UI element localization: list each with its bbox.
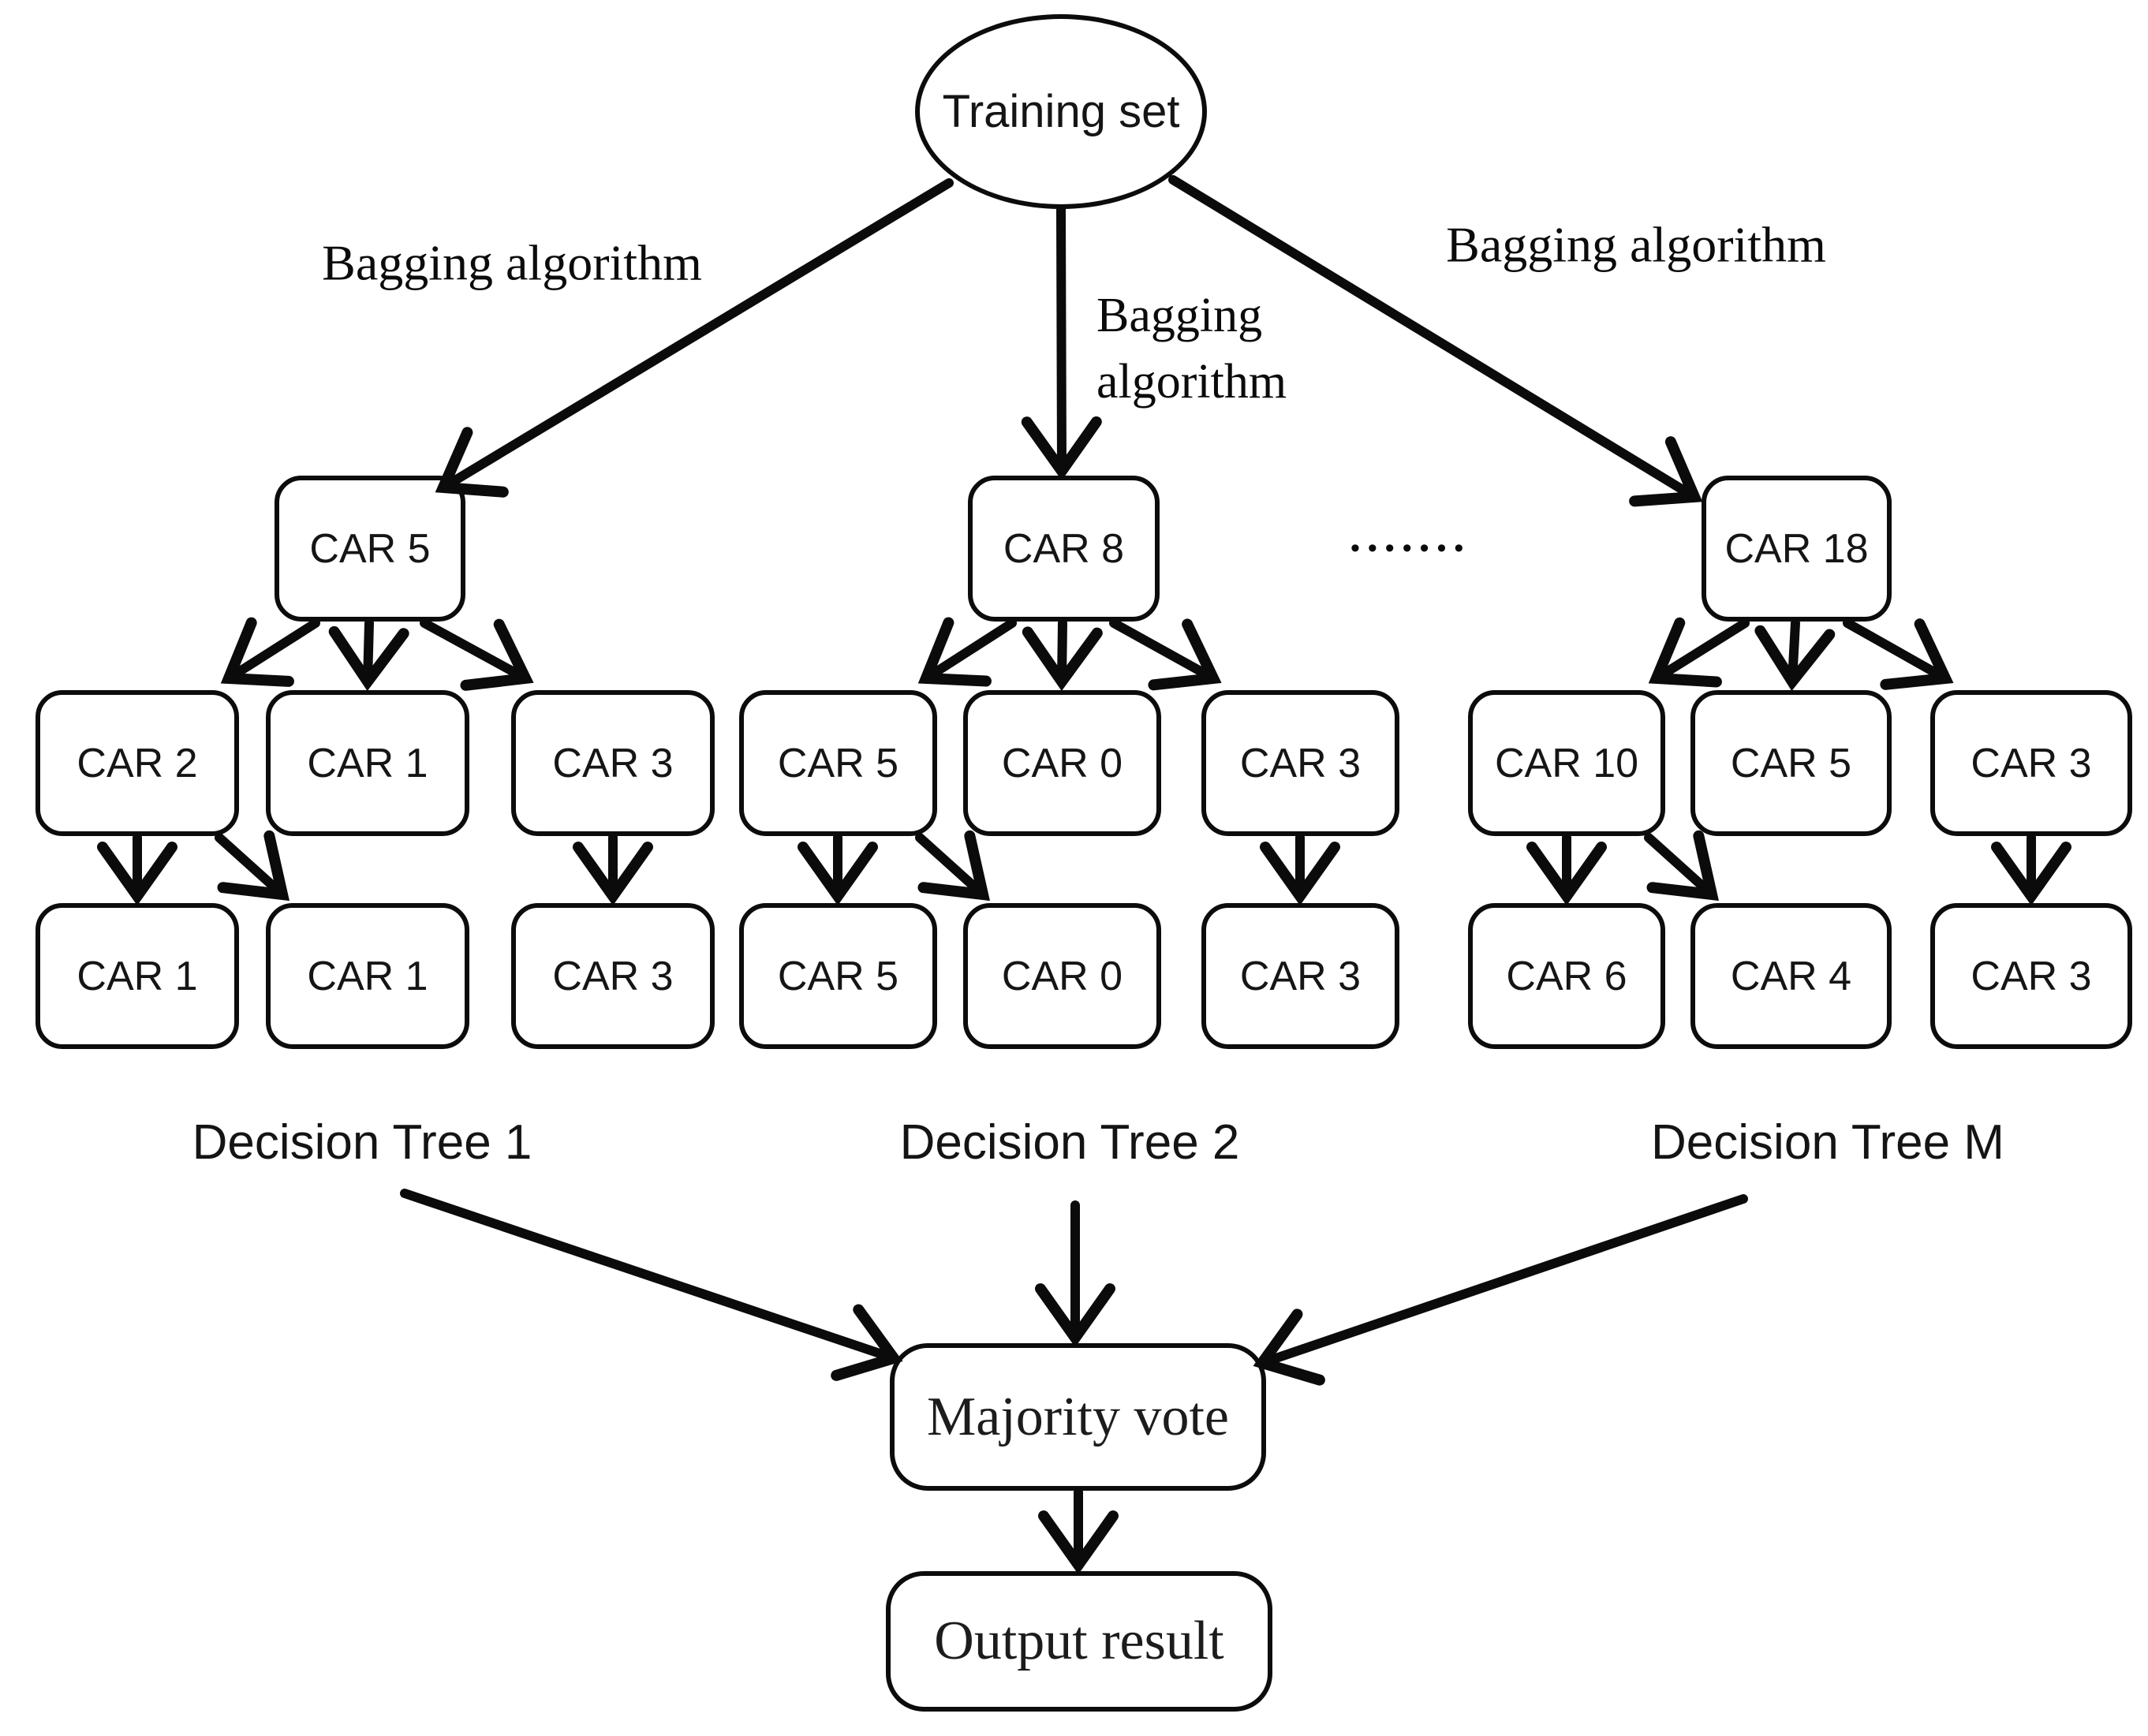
tree2-child-box-3: CAR 3 (1201, 690, 1399, 836)
arrow-tree1-root-to-child3 (420, 618, 534, 691)
tree1-leaf-box-2: CAR 1 (266, 903, 469, 1049)
tree1-root-box: CAR 5 (275, 476, 465, 622)
treeM-root-label: CAR 18 (1724, 525, 1869, 572)
tree2-leaf-label-3: CAR 3 (1239, 953, 1362, 999)
arrow-treeM-root-to-child2 (1754, 618, 1836, 692)
tree1-leaf-label-1: CAR 1 (77, 953, 198, 999)
tree1-leaf-box-3: CAR 3 (511, 903, 715, 1049)
treeM-leaf-label-2: CAR 4 (1730, 953, 1852, 999)
tree2-child-box-2: CAR 0 (963, 690, 1161, 836)
decision-tree-M-label: Decision Tree M (1651, 1115, 2004, 1170)
treeM-leaf-box-2: CAR 4 (1690, 903, 1892, 1049)
decision-tree-1-label: Decision Tree 1 (192, 1115, 532, 1170)
tree2-leaf-label-1: CAR 5 (777, 953, 899, 999)
tree1-child-label-3: CAR 3 (552, 740, 674, 786)
arrow-tree1-root-to-child1 (220, 617, 320, 687)
bagging-algorithm-center-line2: algorithm (1096, 355, 1287, 409)
treeM-child-label-2: CAR 5 (1730, 740, 1852, 786)
training-set-label: Training set (942, 86, 1180, 137)
arrow-treeM-to-majority (1253, 1194, 1748, 1386)
arrow-treeM-root-to-child1 (1648, 617, 1750, 688)
treeM-leaf-label-3: CAR 3 (1971, 953, 2092, 999)
tree1-leaf-label-3: CAR 3 (552, 953, 674, 999)
arrow-tree1-child1-to-leaf2 (215, 830, 290, 902)
tree2-leaf-label-2: CAR 0 (1001, 953, 1123, 999)
arrow-tree2-root-to-child1 (917, 617, 1017, 687)
tree1-child-label-2: CAR 1 (307, 740, 428, 786)
output-result-label: Output result (934, 1611, 1224, 1671)
decision-tree-2-label: Decision Tree 2 (899, 1115, 1240, 1170)
ellipsis-dots: ••••••• (1350, 533, 1472, 563)
treeM-child-box-3: CAR 3 (1930, 690, 2132, 836)
tree2-child-label-3: CAR 3 (1239, 740, 1362, 786)
tree2-child-box-1: CAR 5 (739, 690, 937, 836)
arrow-treeM-child1-to-leaf2 (1644, 830, 1719, 902)
majority-vote-label: Majority vote (927, 1386, 1229, 1447)
tree2-child-label-2: CAR 0 (1001, 740, 1123, 786)
treeM-leaf-box-1: CAR 6 (1468, 903, 1665, 1049)
majority-vote-box: Majority vote (890, 1343, 1266, 1491)
arrow-training-to-tree1-root (435, 178, 954, 498)
arrow-treeM-root-to-child3 (1843, 618, 1954, 690)
arrow-tree2-child1-to-leaf2 (915, 830, 990, 902)
bagging-algorithm-label-center: Bagging algorithm (1096, 282, 1287, 415)
tree2-leaf-box-3: CAR 3 (1201, 903, 1399, 1049)
tree2-root-label: CAR 8 (1003, 525, 1125, 572)
tree2-leaf-box-2: CAR 0 (963, 903, 1161, 1049)
tree2-child-label-1: CAR 5 (777, 740, 899, 786)
tree1-child-box-2: CAR 1 (266, 690, 469, 836)
treeM-child-label-1: CAR 10 (1494, 740, 1639, 786)
output-result-box: Output result (886, 1571, 1272, 1712)
tree1-child-box-1: CAR 2 (35, 690, 239, 836)
treeM-root-box: CAR 18 (1702, 476, 1892, 622)
bagging-algorithm-label-left: Bagging algorithm (322, 234, 702, 291)
tree1-child-label-1: CAR 2 (77, 740, 198, 786)
tree1-leaf-box-1: CAR 1 (35, 903, 239, 1049)
arrow-tree2-root-to-child3 (1109, 618, 1222, 691)
bagging-algorithm-center-line1: Bagging (1096, 289, 1263, 342)
tree2-leaf-box-1: CAR 5 (739, 903, 937, 1049)
arrow-tree1-root-to-child2 (328, 618, 409, 692)
arrow-tree1-to-majority (400, 1189, 903, 1381)
treeM-child-box-2: CAR 5 (1690, 690, 1892, 836)
tree1-root-label: CAR 5 (309, 525, 431, 572)
tree1-leaf-label-2: CAR 1 (307, 953, 428, 999)
treeM-leaf-label-1: CAR 6 (1506, 953, 1627, 999)
bagging-algorithm-label-right: Bagging algorithm (1446, 216, 1826, 273)
arrow-tree2-root-to-child2 (1022, 618, 1103, 692)
training-set-node: Training set (915, 14, 1207, 209)
treeM-leaf-box-3: CAR 3 (1930, 903, 2132, 1049)
treeM-child-box-1: CAR 10 (1468, 690, 1665, 836)
tree1-child-box-3: CAR 3 (511, 690, 715, 836)
tree2-root-box: CAR 8 (968, 476, 1160, 622)
treeM-child-label-3: CAR 3 (1971, 740, 2092, 786)
arrow-training-to-tree2-root (1021, 205, 1102, 481)
